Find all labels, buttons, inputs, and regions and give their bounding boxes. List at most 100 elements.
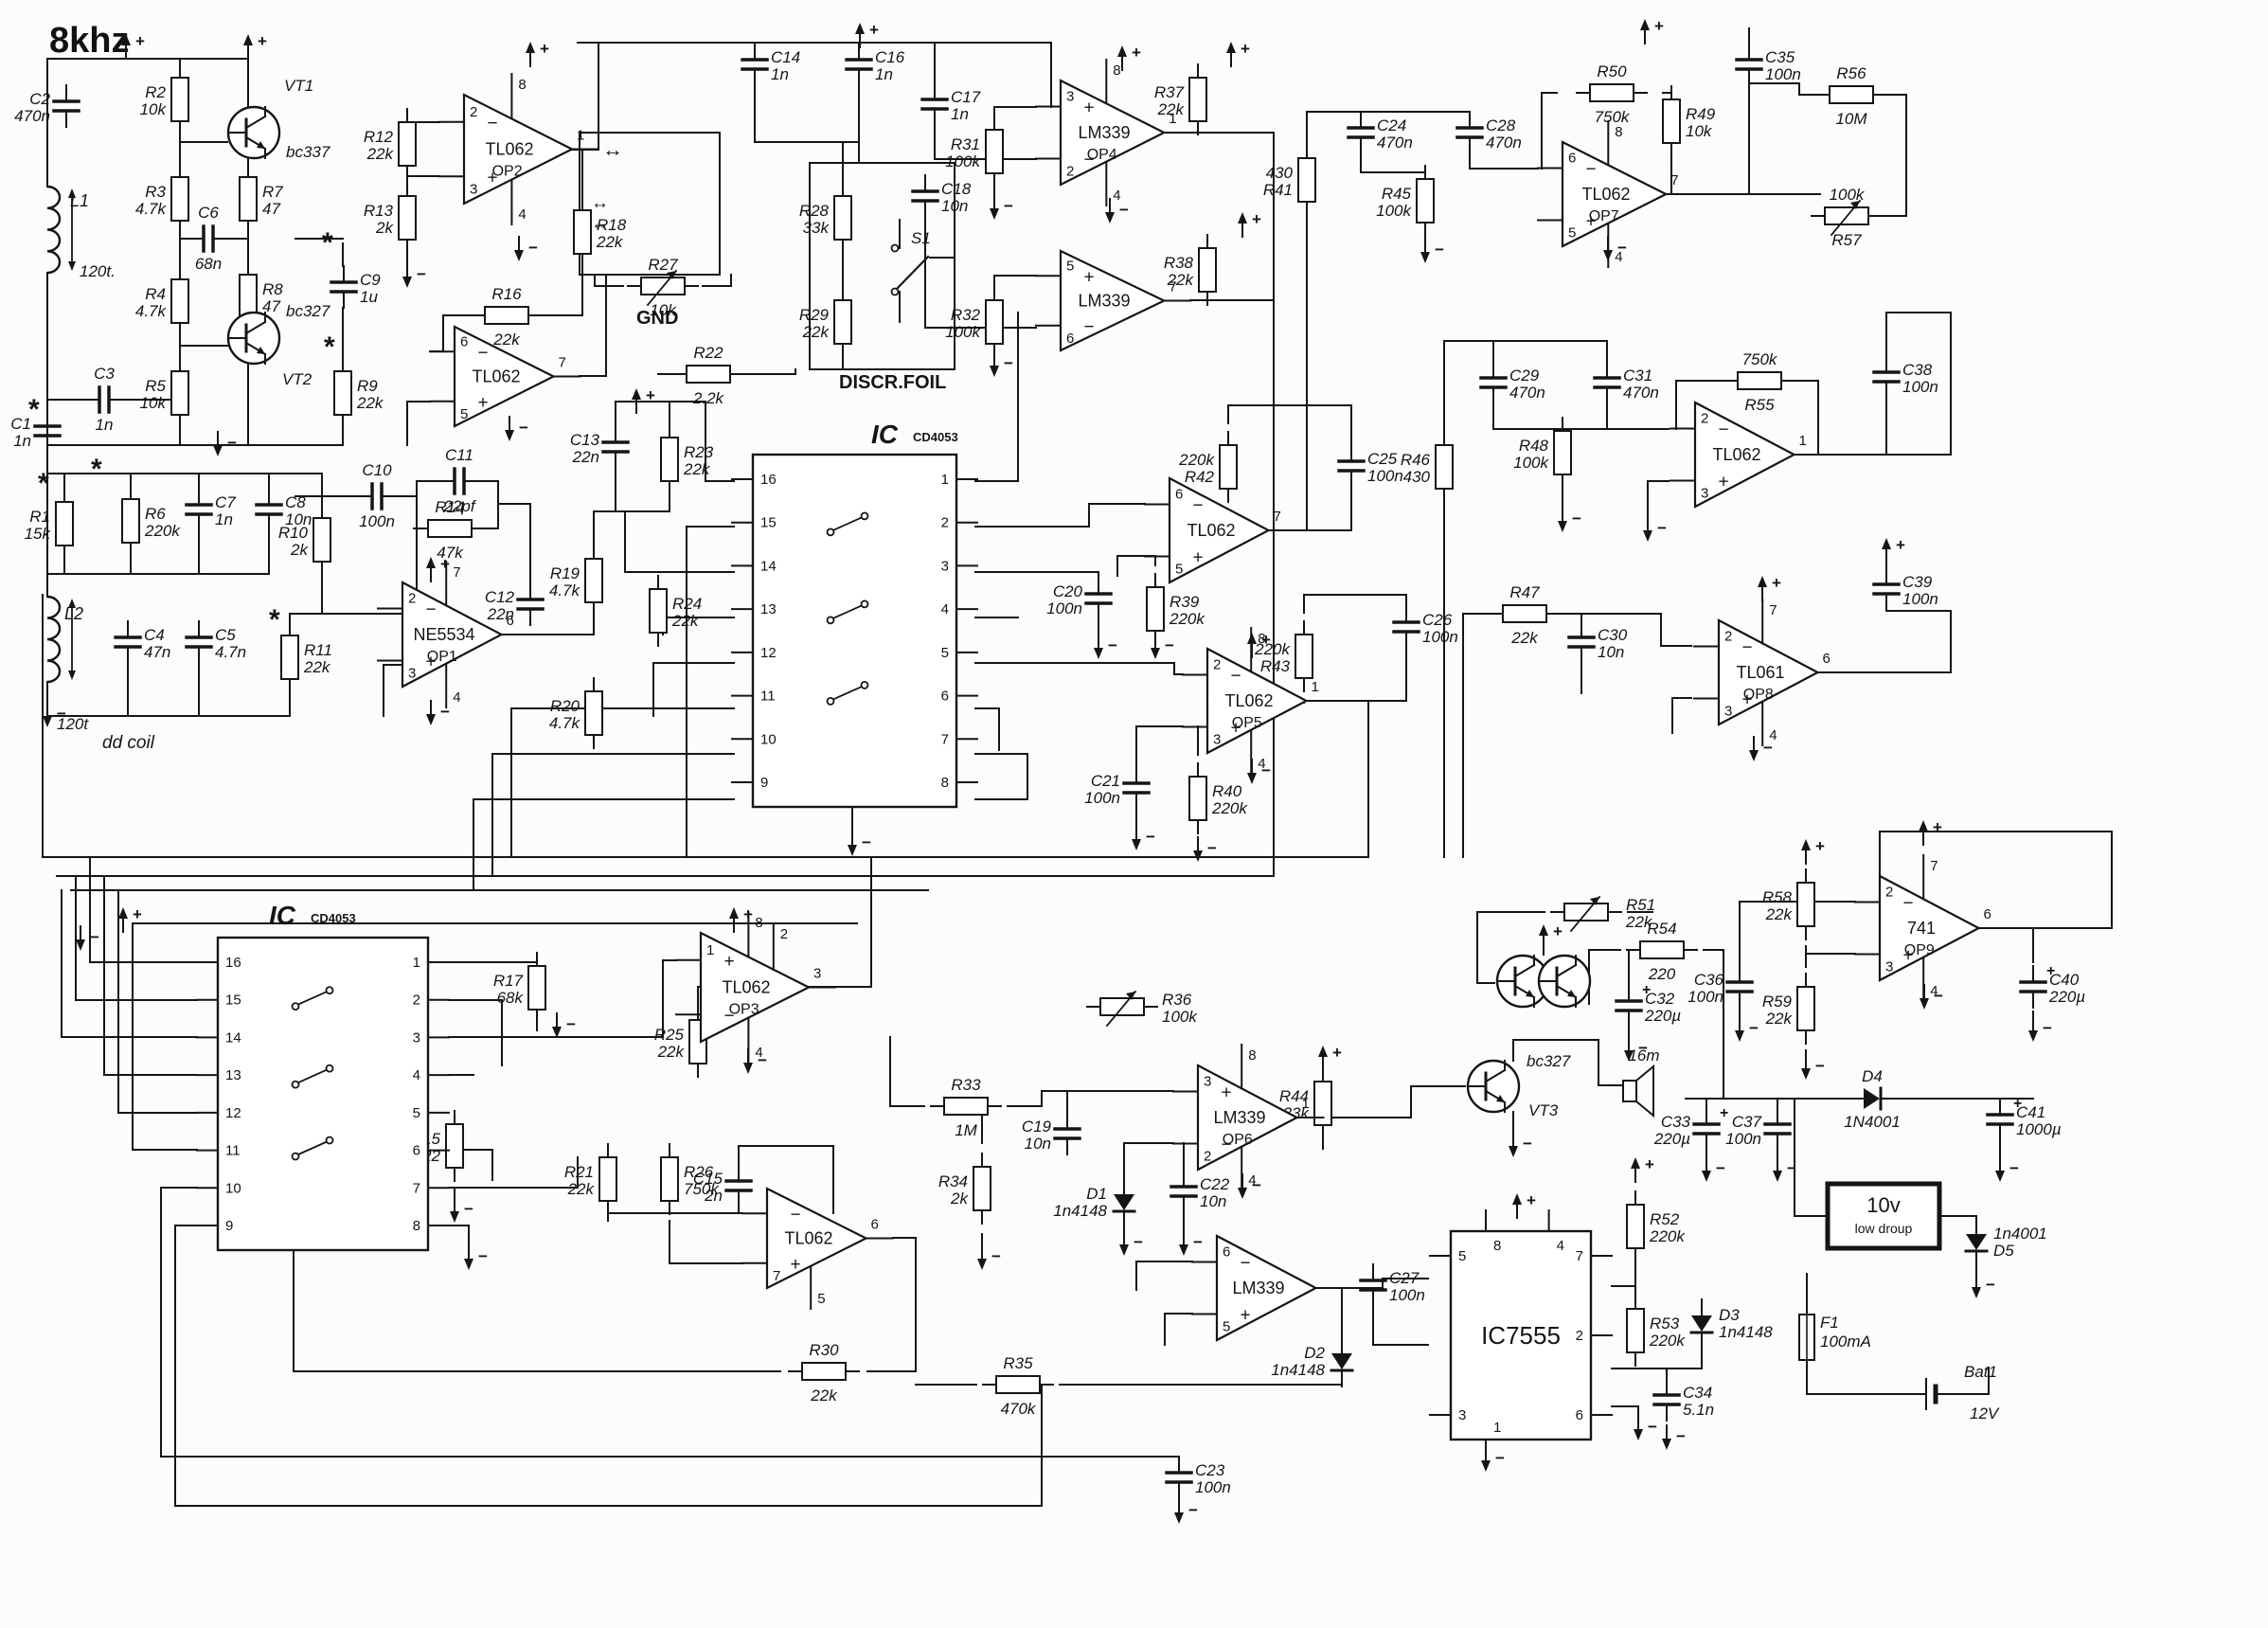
label: C21 (1091, 772, 1120, 790)
ground-arrow: − (977, 1244, 1001, 1270)
regulator-type: low droup (1855, 1221, 1913, 1236)
rail-sign: − (1252, 1176, 1261, 1194)
pin-number: 6 (941, 689, 949, 705)
input-sign: − (425, 600, 436, 620)
power-arrow: + (1631, 1155, 1654, 1183)
ground-arrow: − (505, 416, 528, 441)
label: 1n4148 (1053, 1202, 1107, 1220)
battery-designator: Bat1 (1964, 1363, 1997, 1381)
pin-number: 2 (1576, 1328, 1583, 1344)
label: R8 (262, 280, 283, 298)
rail-sign: + (1772, 574, 1781, 592)
rail-sign: − (862, 833, 871, 851)
pin-number: 4 (518, 206, 526, 223)
chip-label: TL061 (1736, 663, 1784, 682)
ic-label: IC (269, 901, 296, 930)
pin-number: 7 (413, 1180, 420, 1196)
transistor-designator: VT2 (282, 370, 313, 388)
ic-label: IC (871, 420, 899, 449)
label: C31 (1623, 367, 1652, 385)
rail-sign: − (1638, 1039, 1648, 1057)
label: 100n (1725, 1130, 1761, 1148)
label: C7 (215, 493, 236, 511)
opamp-designator: OP1 (427, 649, 457, 665)
power-arrow: + (243, 32, 267, 60)
label: 22n (487, 605, 514, 623)
label: 120t. (80, 262, 116, 280)
label: 15k (25, 525, 52, 543)
ground-arrow: − (1105, 198, 1129, 224)
label: 22k (1765, 1010, 1794, 1028)
label: 1n4001 (1993, 1225, 2047, 1243)
ground-arrow: − (1509, 1132, 1532, 1157)
ground-arrow: − (1558, 507, 1581, 532)
pin-number: 8 (1493, 1238, 1501, 1254)
pin-number: 15 (225, 993, 241, 1009)
label: 4.7n (215, 643, 246, 661)
label: 100k (1513, 454, 1549, 472)
label: R19 (550, 564, 580, 582)
pin-number: 1 (1799, 433, 1807, 449)
label: * (322, 227, 333, 259)
input-sign: − (1083, 151, 1094, 170)
label: D5 (1993, 1242, 2014, 1260)
speaker-impedance: 16m (1628, 1047, 1659, 1064)
coil-designator: L1 (70, 191, 89, 210)
label: 220 (1648, 965, 1676, 983)
label: 4.7k (135, 302, 168, 320)
label: 47 (262, 200, 280, 218)
rail-sign: − (1435, 241, 1444, 259)
pin-number: 3 (941, 558, 949, 574)
pin-number: 9 (760, 775, 768, 791)
rail-sign: + (133, 905, 142, 923)
ground-arrow: − (1624, 1036, 1648, 1062)
pin-number: 1 (1312, 679, 1319, 695)
rail-sign: + (1896, 536, 1905, 554)
label: C22 (1200, 1175, 1230, 1193)
label: 10n (1025, 1135, 1051, 1153)
transistor-designator: VT3 (1528, 1101, 1559, 1119)
opamp-designator: OP2 (492, 164, 523, 180)
rail-sign: − (1207, 839, 1217, 857)
label: 10n (285, 510, 312, 528)
pin-number: 1 (1493, 1420, 1501, 1436)
label: 1n (215, 510, 233, 528)
pin-number: 5 (941, 645, 949, 661)
label: R51 (1626, 896, 1655, 914)
label: 22k (596, 233, 624, 251)
label: R35 (1003, 1354, 1033, 1372)
label: C41 (2016, 1103, 2045, 1121)
label: 22pf (442, 497, 476, 515)
rail-sign: + (1815, 837, 1825, 855)
label-ddcoil: dd coil (102, 733, 155, 753)
label: 22k (683, 460, 711, 478)
label: R21 (564, 1163, 594, 1181)
power-arrow: + (632, 386, 655, 414)
pin-number: 5 (817, 1291, 825, 1307)
rail-sign: − (1815, 1057, 1825, 1075)
ground-arrow: − (2028, 1016, 2052, 1042)
pin-number: 2 (408, 591, 416, 607)
label: 22k (567, 1180, 596, 1198)
label: 47 (262, 297, 280, 315)
input-sign: − (487, 114, 497, 134)
label: C34 (1683, 1384, 1712, 1402)
rail-sign: − (1165, 636, 1174, 654)
opamp-designator: OP3 (729, 1002, 759, 1018)
label: R33 (951, 1076, 981, 1094)
label: R48 (1519, 437, 1549, 455)
power-arrow: + (1882, 536, 1905, 564)
label: 4.7k (135, 200, 168, 218)
